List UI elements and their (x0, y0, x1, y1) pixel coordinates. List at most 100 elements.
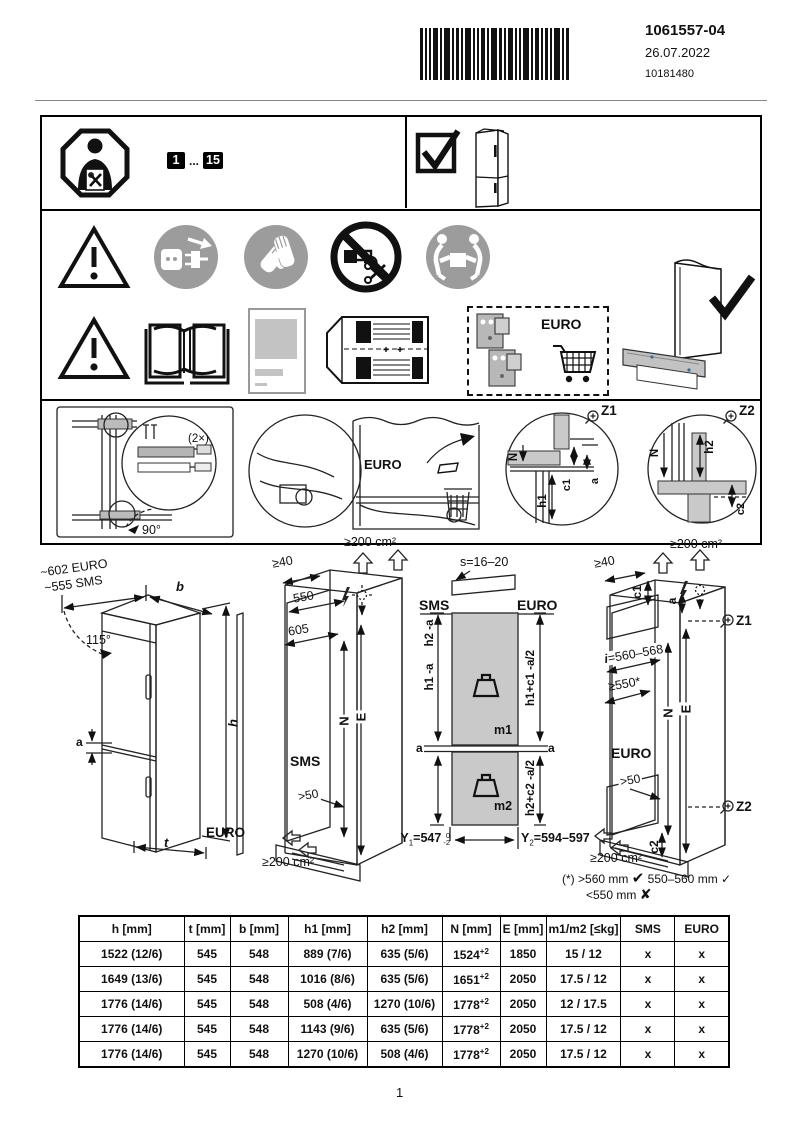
depth-footnote: (*) >560 mm ✔ 550–560 mm ✓ <550 mm ✘ (562, 871, 777, 903)
euro-vent-bottom-label: ≥200 cm² (590, 851, 643, 865)
page-end-badge: 15 (203, 152, 223, 170)
assembly-art (56, 406, 757, 538)
doc-number: 1061557-04 (645, 22, 726, 39)
footnote-cond2: 550–560 mm (647, 872, 718, 886)
panel-h2-sms-label: h2 -a (424, 619, 436, 647)
panel-sms-header: SMS (419, 597, 450, 613)
magnifier-icon (720, 614, 734, 628)
header-rule (35, 100, 767, 101)
packaging-template-icon (326, 316, 429, 384)
col-m: m1/m2 [≤kg] (545, 915, 622, 942)
z1-c1-label: c1 (561, 478, 573, 492)
checkbox-check-icon (415, 129, 461, 174)
z2-n-label: N (649, 448, 661, 458)
footnote-cond3: <550 mm (586, 888, 637, 902)
euro-z1-ref-label: Z1 (736, 613, 752, 628)
col-h: h [mm] (78, 915, 185, 942)
z2-h2-label: h2 (704, 440, 716, 454)
dim-h-label: h (225, 719, 241, 727)
col-t: t [mm] (183, 915, 231, 942)
angle-label: 90° (142, 523, 161, 537)
z1-n-label: N (508, 452, 520, 462)
shopping-cart-icon (553, 345, 597, 383)
euro-kit-label: EURO (541, 316, 582, 332)
panel-a-right-label: a (548, 741, 555, 755)
material-number: 10181480 (645, 68, 694, 80)
euro-door-panel-label: EURO (206, 825, 246, 840)
warning-triangle-icon (57, 316, 131, 379)
two-person-lift-icon (426, 225, 490, 289)
col-euro: EURO (674, 915, 730, 942)
panel-h1-euro-label: h1+c1 -a/2 (525, 650, 537, 706)
warning-triangle-icon (57, 225, 131, 288)
z2-detail-label: Z2 (739, 403, 755, 418)
col-sms: SMS (620, 915, 676, 942)
check-light-icon: ✓ (721, 872, 732, 886)
dim-a-label: a (76, 735, 83, 749)
euro-hinge-icon (476, 313, 522, 387)
appliance-icon (475, 128, 509, 208)
assembly-box: (2×) 90° EURO Z1 Z2 N h1 c1 a N h2 c2 (40, 399, 762, 545)
box1-divider (405, 117, 407, 208)
z1-h1-label: h1 (537, 494, 549, 508)
barcode (420, 28, 569, 80)
no-cut-cable-icon (330, 221, 402, 293)
euro-hinge-kit-box: EURO (467, 306, 609, 396)
check-bold-icon: ✔ (631, 870, 645, 887)
template-sheet-icon (248, 308, 306, 394)
euro-e-label: E (678, 702, 694, 716)
installer-icon (60, 128, 130, 198)
euro-c2-label: c2 (647, 840, 661, 854)
panel-a-left-label: a (416, 741, 423, 755)
screw-count-label: (2×) (188, 433, 209, 445)
panel-m1-label: m1 (494, 723, 513, 737)
installer-box: 1...15 (40, 115, 762, 211)
euro-z2-ref-label: Z2 (736, 799, 752, 814)
y2-name: Y (521, 831, 530, 845)
z1-a-label: a (589, 477, 601, 485)
dimension-table: h [mm] t [mm] b [mm] h1 [mm] h2 [mm] N [… (78, 915, 730, 1068)
y1-sub: 1 (408, 838, 414, 848)
z1-detail-label: Z1 (601, 403, 617, 418)
panel-thickness-label: s=16–20 (460, 555, 509, 569)
y1-value: =547 (413, 831, 442, 845)
manual-book-icon (144, 323, 230, 385)
page-range: 1...15 (167, 152, 223, 170)
footnote-marker: (*) (562, 872, 575, 886)
table-header-row: h [mm] t [mm] b [mm] h1 [mm] h2 [mm] N [… (78, 915, 730, 942)
magnifier-icon (720, 800, 734, 814)
y1-tol-lower: -2 (443, 837, 450, 847)
unplug-icon (154, 225, 218, 289)
euro-vent-top-label: ≥200 cm² (670, 537, 723, 551)
euro-panel-label: EURO (611, 745, 652, 761)
dimension-diagrams: ~602 EURO ~555 SMS 115° b h a t EURO ≥20… (0, 535, 802, 915)
y2-value: =594–597 (533, 831, 590, 845)
footnote-cond1: >560 mm (578, 872, 629, 886)
y2-dimension: Y2=594–597 (521, 831, 590, 848)
sms-e-label: E (353, 710, 369, 724)
panel-euro-header: EURO (517, 597, 558, 613)
col-h2: h2 [mm] (366, 915, 443, 942)
euro-transport-label: EURO (364, 457, 402, 472)
z2-c2-label: c2 (735, 502, 747, 516)
dim-b-label: b (176, 579, 184, 594)
page-number: 1 (396, 1085, 404, 1100)
sms-panel-label: SMS (290, 753, 321, 769)
page-range-dots: ... (189, 153, 200, 168)
dimension-art (61, 549, 734, 882)
panel-h2-euro-label: h2+c2 -a/2 (525, 760, 537, 816)
col-b: b [mm] (229, 915, 289, 942)
sms-n-label: N (336, 714, 352, 728)
doc-date: 26.07.2022 (645, 45, 711, 60)
door-panel-check-icon (622, 259, 756, 390)
col-e: E [mm] (499, 915, 547, 942)
y1-tol-upper: 0 (445, 830, 450, 840)
euro-c1-label: c1 (630, 585, 644, 599)
euro-n-label: N (660, 706, 676, 720)
dim-t-label: t (164, 835, 169, 850)
